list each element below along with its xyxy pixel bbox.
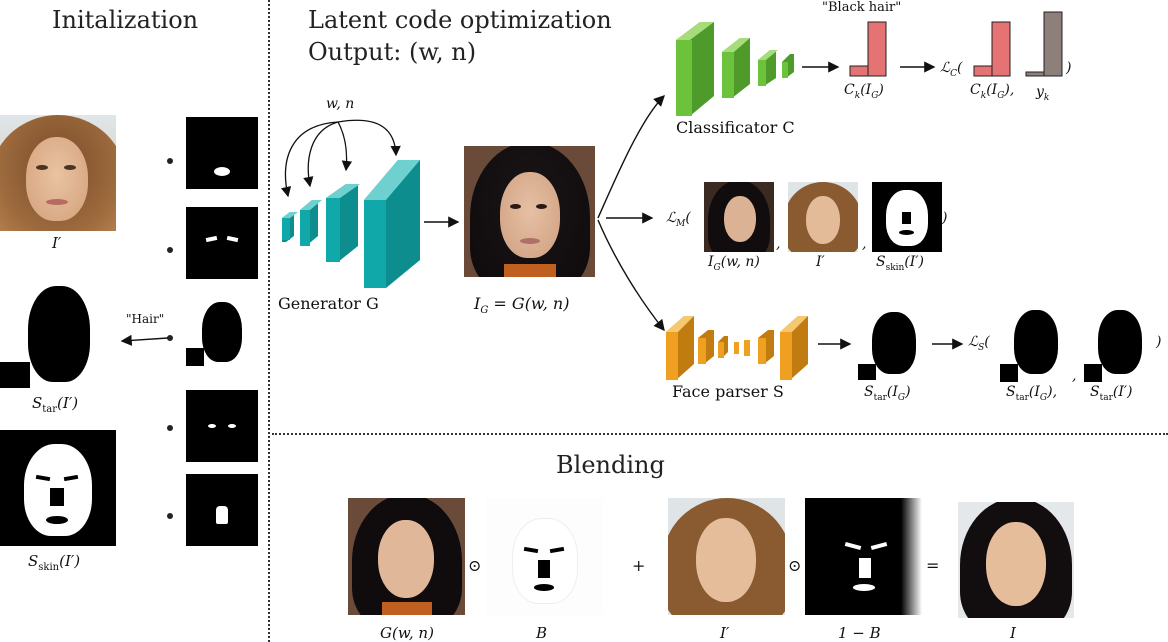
s-skin-mask-large	[0, 430, 116, 546]
s-tar-label: Star(I′)	[32, 394, 79, 415]
ck-ig-label-2: Ck(IG),	[970, 82, 1015, 101]
loss-s-mask-2	[1084, 306, 1154, 382]
part-mask-mouth	[186, 117, 258, 189]
bullet-dot	[167, 158, 173, 164]
classifier-output-bar	[849, 21, 887, 77]
branch-arrow-parser	[597, 219, 665, 332]
ck-ig-label-1: Ck(IG)	[844, 82, 884, 101]
parser-output-mask	[858, 308, 928, 380]
loss-s-close: )	[1156, 334, 1162, 350]
bullet-dot	[167, 425, 173, 431]
vertical-divider	[268, 0, 270, 642]
blend-mask-1-minus-b	[805, 498, 922, 615]
bullet-dot	[167, 513, 173, 519]
star-ig-label-2: Star(IG),	[1006, 384, 1058, 403]
i-final-label: I	[1010, 624, 1016, 642]
initialization-title: Initalization	[52, 6, 199, 34]
face-parser-label: Face parser S	[672, 382, 784, 401]
i-prime-blend-label: I′	[720, 624, 730, 642]
loss-c-label: ℒC(	[940, 60, 963, 79]
s-skin-small-label: Sskin(I′)	[876, 254, 924, 273]
loss-m-skin-mask	[872, 182, 942, 252]
generator-block	[282, 160, 420, 288]
wn-arrow-2	[303, 121, 339, 188]
odot-1: ⊙	[468, 556, 482, 575]
part-mask-eyes	[186, 390, 258, 462]
s-tar-mask-large	[0, 272, 116, 388]
loss-m-label: ℒM(	[666, 210, 691, 229]
i-prime-small-label: I′	[816, 254, 825, 270]
equals: =	[926, 556, 940, 575]
i-prime-label: I′	[52, 234, 62, 252]
face-parser-block	[666, 316, 808, 380]
generator-label: Generator G	[278, 294, 379, 313]
bullet-dot	[167, 247, 173, 253]
branch-arrow-classifier	[597, 95, 665, 219]
loss-m-source-face	[788, 182, 858, 252]
latent-title: Latent code optimization	[308, 6, 612, 34]
blend-final-face	[958, 502, 1074, 618]
hair-quote-label: "Hair"	[126, 312, 165, 326]
classificator-label: Classificator C	[676, 118, 795, 137]
one-minus-b-label: 1 − B	[838, 624, 881, 642]
loss-m-generated-face	[704, 182, 774, 252]
ig-wn-label: IG(w, n)	[708, 254, 760, 273]
source-face-image	[0, 115, 116, 231]
black-hair-label: "Black hair"	[822, 0, 902, 15]
comma: ,	[776, 236, 781, 252]
hair-arrow	[120, 334, 169, 346]
wn-arrow-4	[337, 119, 401, 157]
latent-output: Output: (w, n)	[308, 38, 477, 66]
horizontal-divider	[272, 433, 1168, 435]
plus: +	[632, 556, 646, 575]
ig-equation-label: IG = G(w, n)	[474, 294, 570, 317]
blend-generated-face	[348, 498, 465, 615]
b-label: B	[536, 624, 548, 642]
comma: ,	[1072, 368, 1077, 384]
comma: ,	[862, 236, 867, 252]
part-mask-neck	[186, 474, 258, 546]
loss-c-bars	[973, 11, 1063, 77]
blending-title: Blending	[556, 451, 665, 479]
loss-m-close: )	[942, 210, 948, 226]
loss-s-mask-1	[1000, 306, 1070, 382]
wn-arrow-1	[280, 121, 339, 198]
classifier-block	[676, 22, 794, 116]
loss-c-close: )	[1066, 60, 1072, 76]
yk-label: yk	[1036, 84, 1050, 103]
s-skin-label: Sskin(I′)	[28, 552, 81, 573]
part-mask-hair	[186, 294, 258, 366]
blend-mask-b	[486, 498, 603, 615]
loss-s-label: ℒS(	[968, 334, 990, 353]
star-iprime-label: Star(I′)	[1090, 384, 1133, 403]
wn-arrow-3	[337, 121, 353, 172]
star-ig-label-1: Star(IG)	[864, 384, 911, 403]
wn-label: w, n	[326, 96, 355, 112]
bullet-dot	[167, 335, 173, 341]
odot-2: ⊙	[788, 556, 802, 575]
blend-source-face	[668, 498, 785, 615]
part-mask-eyebrows	[186, 207, 258, 279]
generated-face-image	[464, 146, 595, 277]
g-wn-label: G(w, n)	[380, 624, 434, 642]
